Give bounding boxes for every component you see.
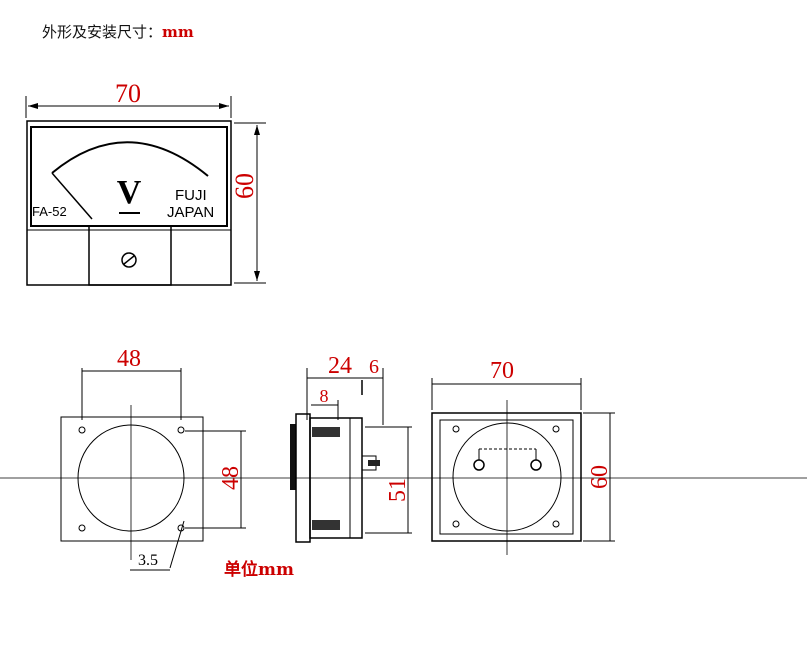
meter-country: JAPAN — [167, 204, 214, 221]
back-view: 70 60 — [431, 358, 615, 555]
mount-width-label: 48 — [117, 346, 141, 372]
zero-adjust-screw-icon — [121, 252, 137, 268]
mount-height-label: 48 — [218, 466, 244, 490]
meter-brand: FUJI — [175, 187, 207, 204]
front-width-label: 70 — [115, 79, 141, 108]
flange-label: 8 — [320, 386, 329, 406]
mounting-view: 48 48 3.5 — [0, 346, 807, 571]
terminal-label: 6 — [369, 356, 379, 378]
side-view: 24 6 8 51 — [290, 353, 412, 543]
front-view: 70 V FA-52 FUJI JAPAN 60 — [25, 79, 266, 286]
header-title: 外形及安装尺寸：mm — [42, 21, 194, 42]
unit-label: 单位mm — [224, 560, 294, 580]
header-unit: mm — [162, 23, 194, 41]
hole-diameter-label: 3.5 — [138, 552, 158, 569]
header-title-text: 外形及安装尺寸： — [42, 23, 163, 41]
meter-model: FA-52 — [32, 204, 67, 219]
body-diameter-label: 51 — [385, 478, 411, 502]
back-width-label: 70 — [490, 358, 514, 384]
meter-symbol: V — [117, 174, 142, 211]
back-height-label: 60 — [587, 465, 613, 489]
front-height-label: 60 — [230, 173, 259, 199]
depth-label: 24 — [328, 353, 352, 379]
